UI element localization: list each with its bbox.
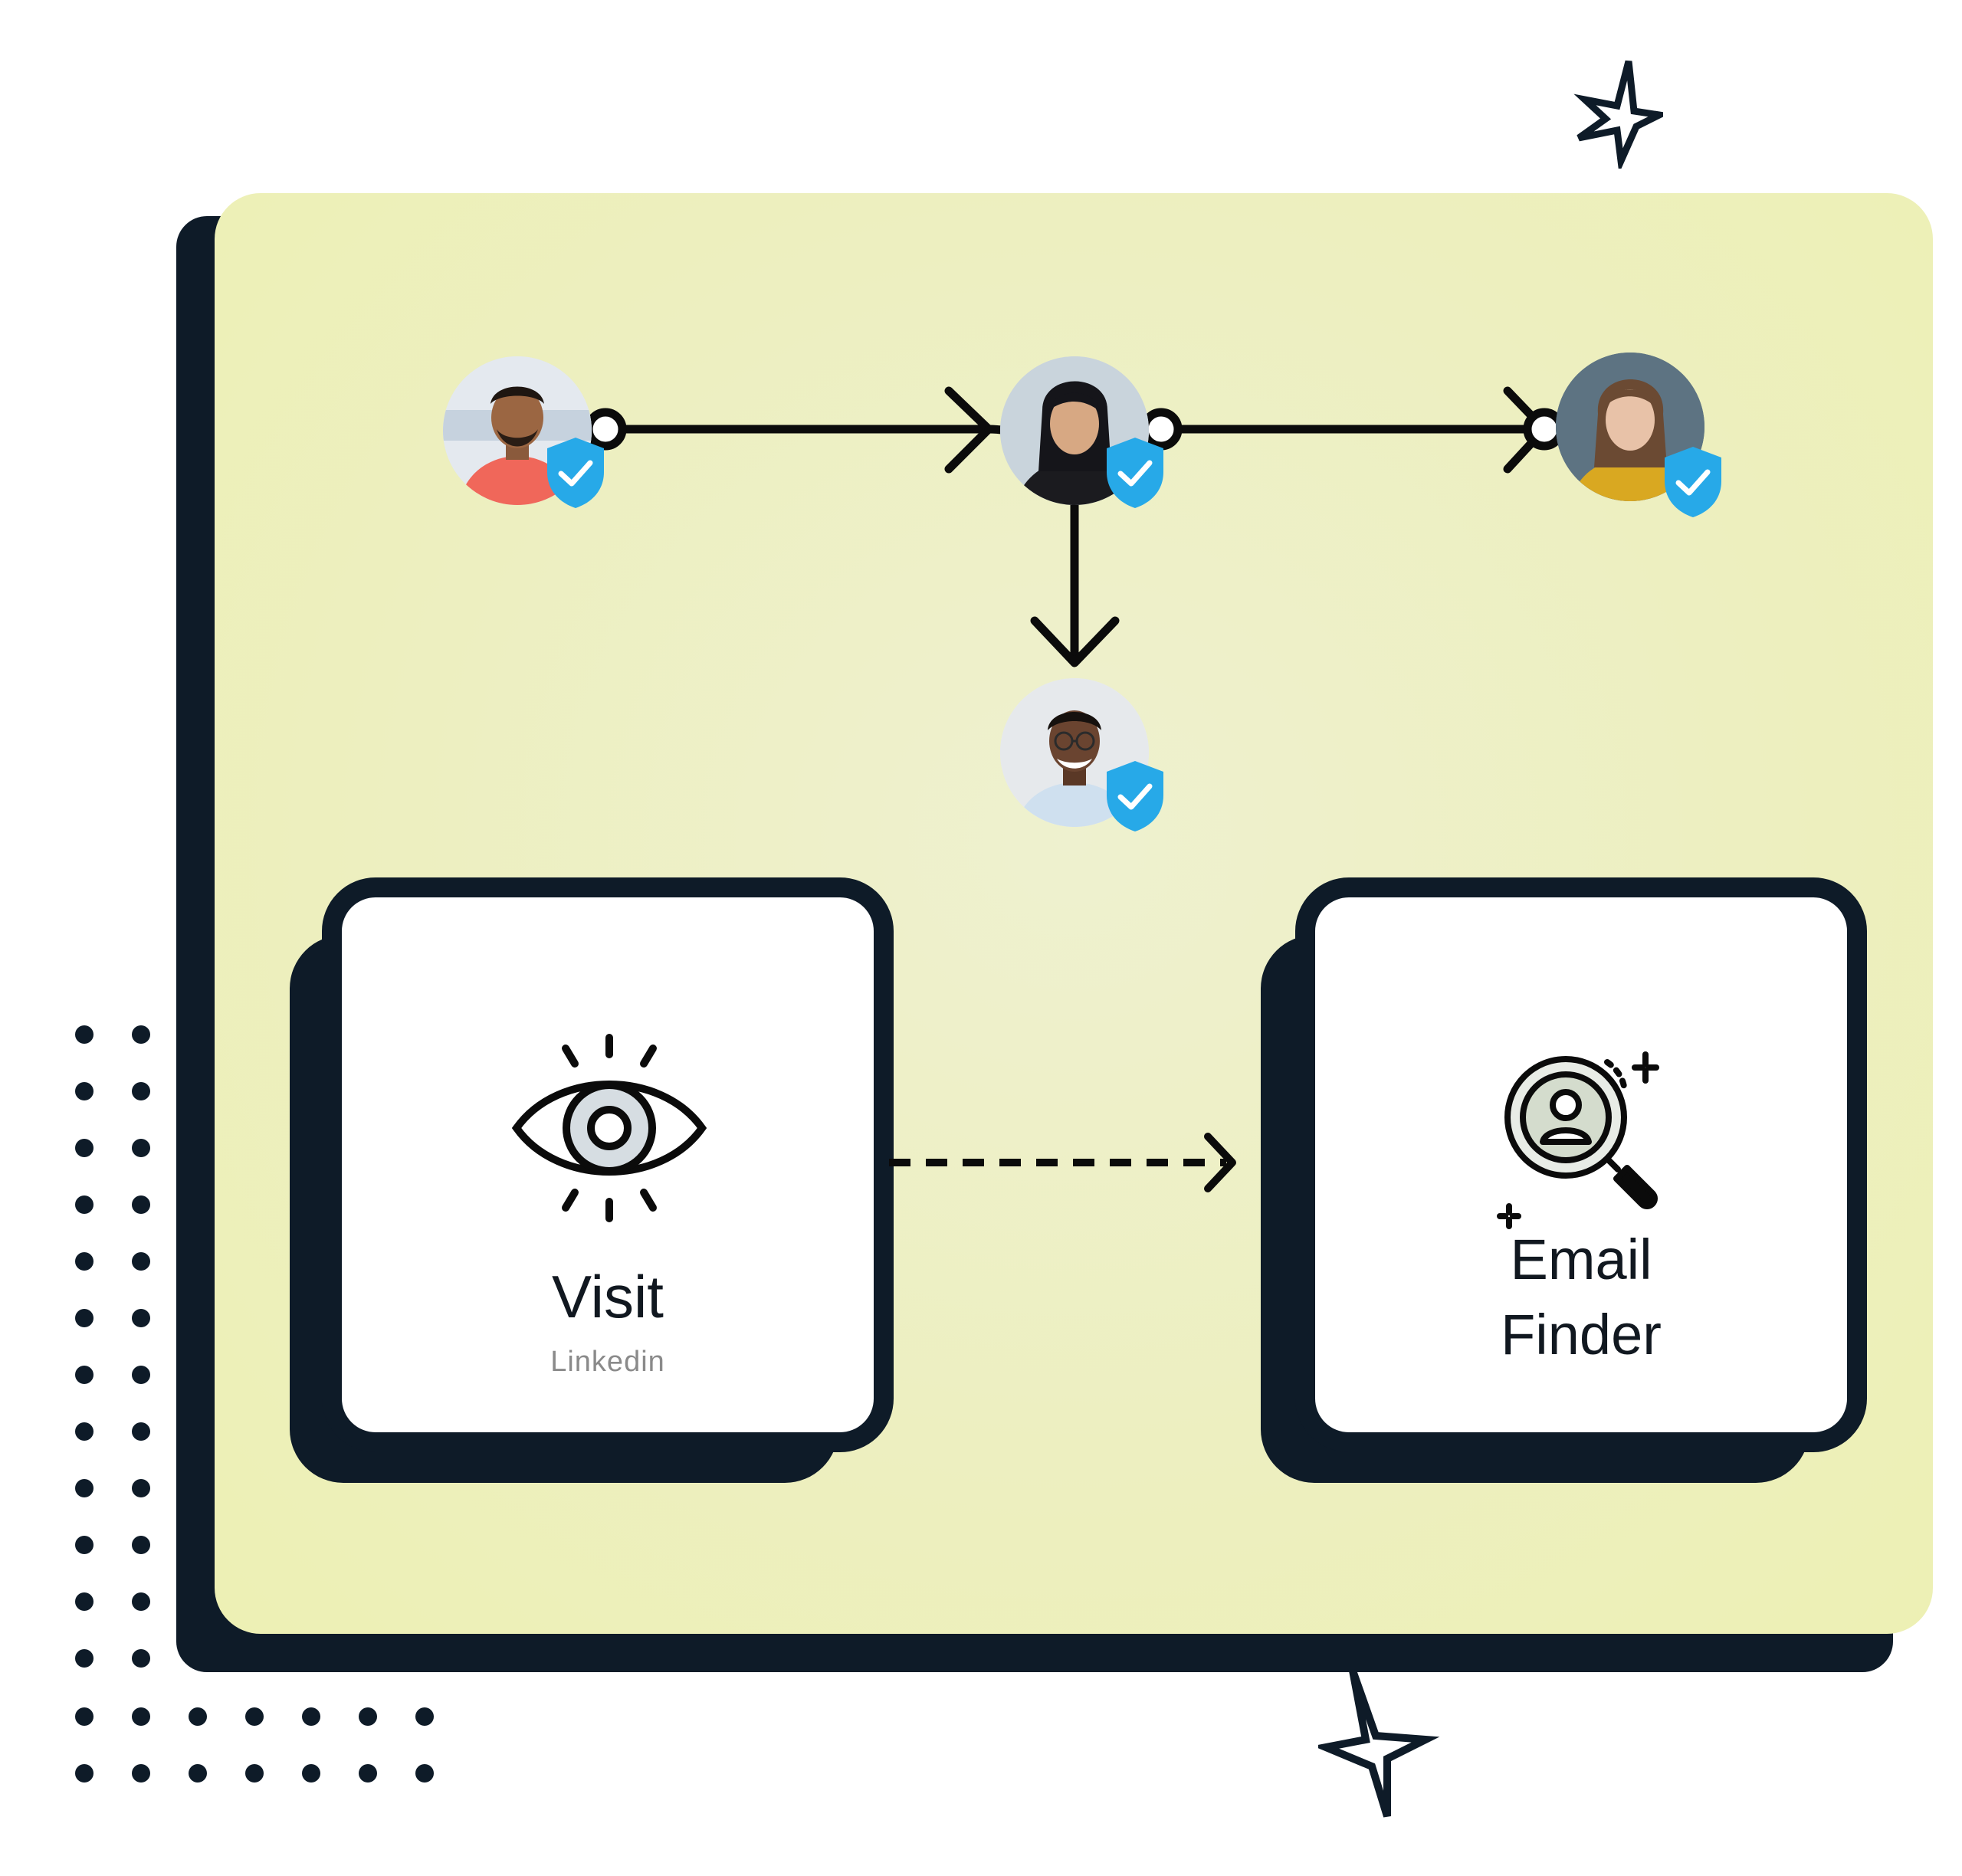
visit-title: Visit — [552, 1263, 664, 1330]
dot — [415, 1707, 434, 1726]
dot — [132, 1592, 150, 1611]
dot — [132, 1764, 150, 1783]
dot — [132, 1025, 150, 1044]
dot — [75, 1195, 94, 1214]
dot — [132, 1649, 150, 1668]
dot — [75, 1139, 94, 1157]
dot — [302, 1707, 320, 1726]
dot — [75, 1309, 94, 1327]
sparkle-icon-top — [1573, 60, 1663, 169]
dot — [75, 1649, 94, 1668]
dot — [132, 1139, 150, 1157]
dot — [132, 1309, 150, 1327]
dot — [75, 1707, 94, 1726]
verified-badge-icon — [1665, 447, 1721, 517]
dot — [132, 1252, 150, 1271]
dot — [75, 1082, 94, 1100]
dot — [132, 1082, 150, 1100]
dot — [75, 1536, 94, 1554]
user-search-icon — [1497, 1051, 1659, 1229]
verified-badge-icon — [547, 438, 604, 508]
email-finder-card[interactable]: Email Finder — [1295, 877, 1867, 1452]
dot — [132, 1707, 150, 1726]
dot — [75, 1479, 94, 1497]
dot — [245, 1764, 264, 1783]
dot — [359, 1707, 377, 1726]
dot — [132, 1366, 150, 1384]
dot — [75, 1764, 94, 1783]
dot — [132, 1479, 150, 1497]
dot — [415, 1764, 434, 1783]
dot — [132, 1422, 150, 1441]
dot — [359, 1764, 377, 1783]
email-finder-title-line1: Email — [1510, 1228, 1652, 1291]
dot — [75, 1422, 94, 1441]
verified-badge-icon — [1107, 438, 1163, 508]
visit-card[interactable]: Visit Linkedin — [322, 877, 894, 1452]
dot — [75, 1366, 94, 1384]
visit-subtitle: Linkedin — [550, 1346, 665, 1378]
email-finder-title-line2: Finder — [1501, 1303, 1662, 1366]
dot — [132, 1195, 150, 1214]
sparkle-icon-bottom — [1318, 1669, 1440, 1818]
dot — [189, 1764, 207, 1783]
verified-badge-icon — [1107, 761, 1163, 831]
dot — [75, 1592, 94, 1611]
eye-icon — [512, 1034, 707, 1222]
dot — [132, 1536, 150, 1554]
dot — [302, 1764, 320, 1783]
dashed-arrow — [889, 1133, 1236, 1192]
dot — [75, 1252, 94, 1271]
dot — [245, 1707, 264, 1726]
dot — [75, 1025, 94, 1044]
dot — [189, 1707, 207, 1726]
